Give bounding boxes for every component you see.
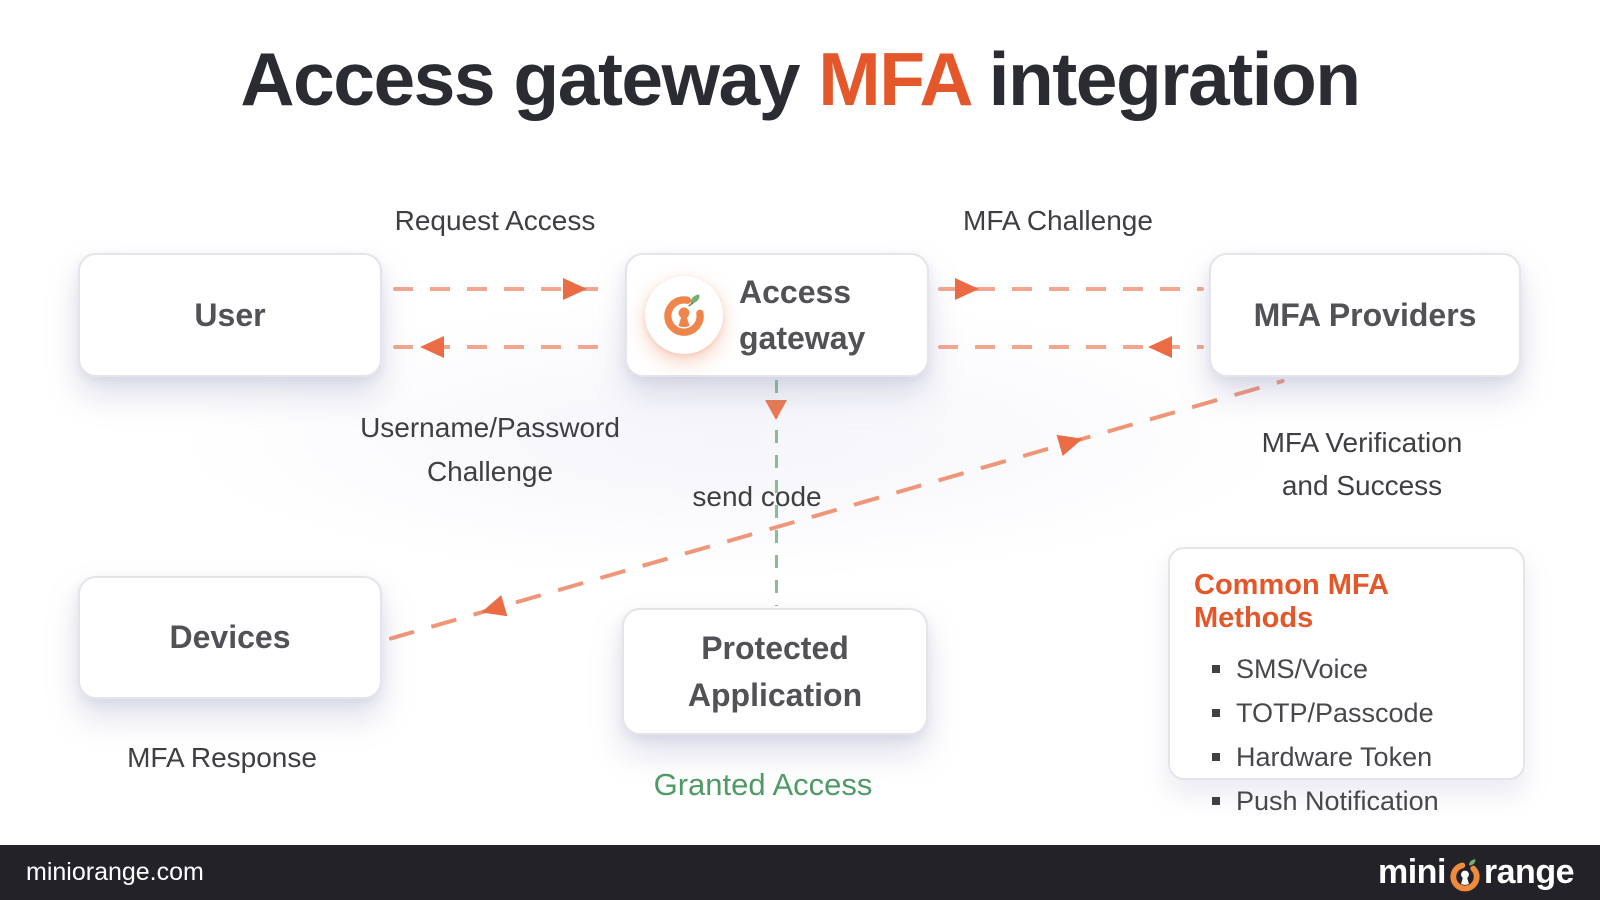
line-mfa-to-gateway [938,336,1204,358]
mfa-method-label: Hardware Token [1236,741,1433,772]
line-gateway-to-user [393,336,611,358]
label-mfa-verification: MFA Verification and Success [1182,421,1542,507]
devices-box: Devices [78,576,382,699]
title-highlight-mfa: MFA [818,37,971,121]
line-user-to-gateway [393,278,611,300]
mfa-providers-label: MFA Providers [1253,296,1477,333]
access-gateway-label-line1: Access [739,273,852,310]
common-mfa-methods-title: Common MFA Methods [1194,569,1388,634]
line-gateway-to-app [775,380,778,606]
user-box-label: User [194,296,266,333]
mfa-methods-list: SMS/Voice TOTP/Passcode Hardware Token P… [1194,647,1499,823]
arrowhead-left-icon [1148,336,1172,358]
mfa-method-item: Push Notification [1194,779,1499,823]
bullet-square-icon [1212,665,1220,673]
bullet-square-icon [1212,753,1220,761]
website-text: miniorange.com [26,858,204,886]
devices-box-label: Devices [169,619,291,656]
arrowhead-down-icon [765,400,787,420]
logo-o-icon [1450,858,1480,891]
arrowhead-right-icon [563,278,587,300]
arrowhead-right-icon [955,278,979,300]
arrowhead-left-icon [478,595,508,623]
access-gateway-box: Access gateway [625,253,929,377]
label-mfa-verification-line2: and Success [1281,470,1443,501]
protected-application-label-line1: Protected [701,630,849,667]
mfa-method-label: TOTP/Passcode [1236,697,1434,728]
mfa-method-label: SMS/Voice [1236,653,1369,684]
common-mfa-methods-panel: Common MFA Methods SMS/Voice TOTP/Passco… [1168,547,1525,816]
miniorange-logo: mini range [1378,853,1575,892]
protected-application-label-line2: Application [687,676,863,713]
bullet-square-icon [1212,797,1220,805]
access-gateway-label-line2: gateway [739,320,866,356]
title-suffix: integration [969,37,1362,121]
label-mfa-challenge: MFA Challenge [963,205,1153,236]
label-mfa-verification-line1: MFA Verification [1261,427,1463,458]
user-box: User [78,253,382,377]
bullet-square-icon [1212,709,1220,717]
protected-application-label: Protected Application [688,625,862,718]
page-title: Access gateway MFA integration [0,36,1600,122]
logo-text-mini: mini [1378,853,1446,891]
footer-bar: miniorange.com mini range [0,845,1600,900]
label-username-password-line2: Challenge [426,456,554,487]
miniorange-lock-icon [645,276,723,354]
mfa-method-item: Hardware Token [1194,735,1499,779]
label-mfa-response: MFA Response [127,742,317,773]
label-username-password-challenge: Username/Password Challenge [310,406,670,494]
label-request-access: Request Access [394,205,596,236]
label-granted-access: Granted Access [653,767,873,802]
mfa-method-item: SMS/Voice [1194,647,1499,691]
title-prefix: Access gateway [240,37,819,121]
line-gateway-to-mfa [938,278,1204,300]
mfa-method-item: TOTP/Passcode [1194,691,1499,735]
label-send-code: send code [692,481,822,512]
mfa-method-label: Push Notification [1236,785,1439,816]
protected-application-box: Protected Application [622,608,928,735]
arrowhead-right-icon [1056,428,1086,457]
arrowhead-left-icon [420,336,444,358]
label-username-password-line1: Username/Password [360,412,620,443]
access-gateway-label: Access gateway [739,269,865,362]
mfa-providers-box: MFA Providers [1209,253,1521,377]
logo-text-range: range [1483,853,1575,891]
